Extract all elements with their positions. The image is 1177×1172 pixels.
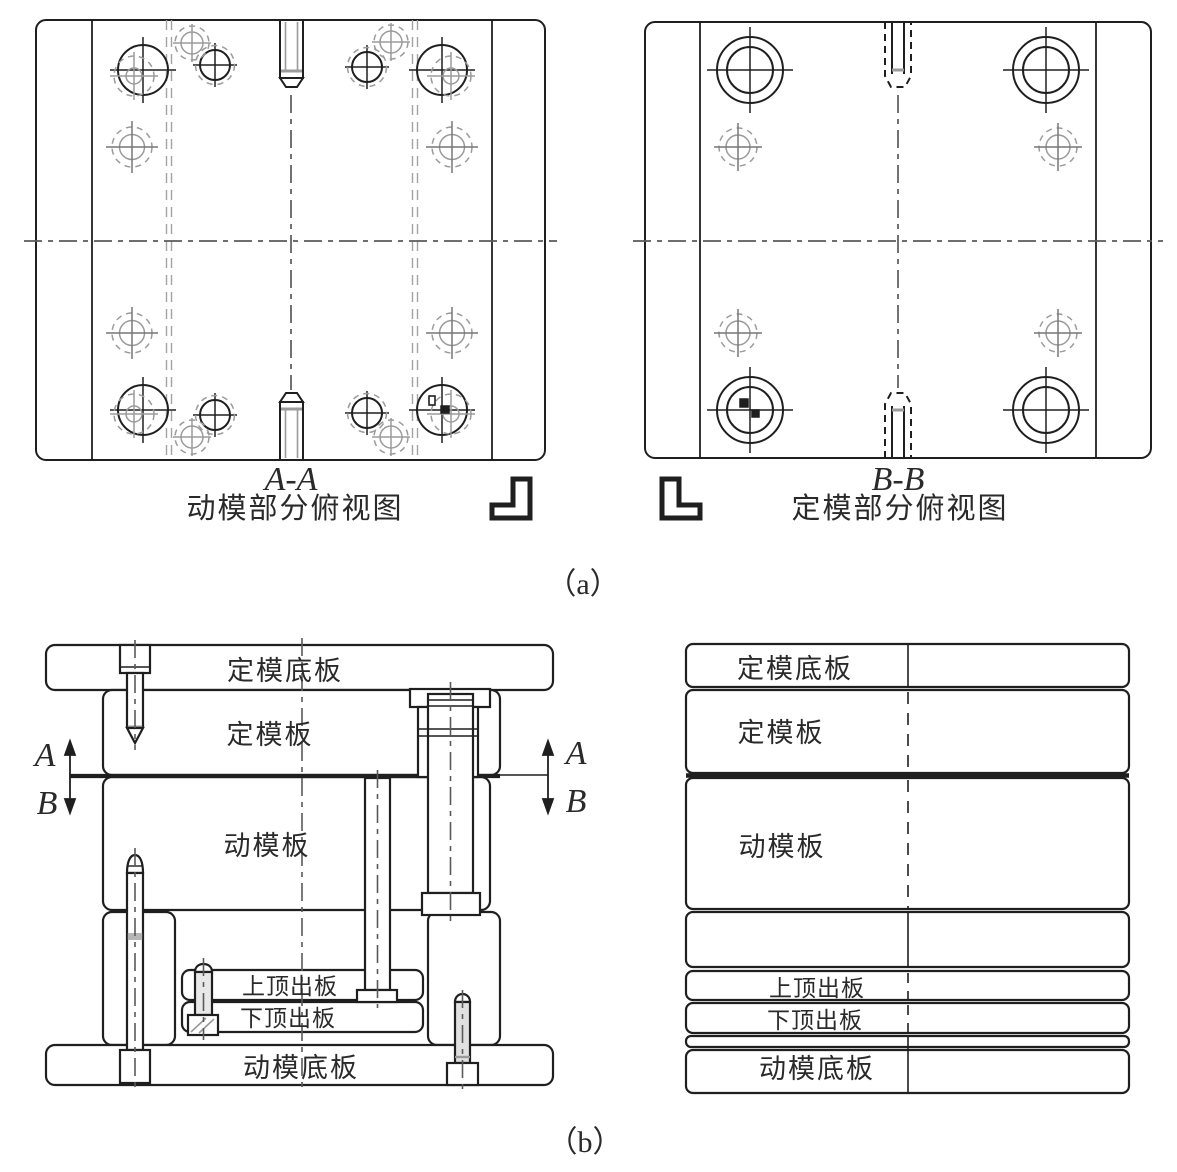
section-direction-symbol-b bbox=[659, 476, 703, 521]
sprue-slot-top bbox=[884, 22, 912, 88]
hidden-pocket-edges bbox=[165, 20, 419, 460]
row-moving-plate bbox=[684, 776, 1131, 911]
marker-b-right: B bbox=[566, 783, 587, 820]
view-mold-section-detailed bbox=[44, 638, 555, 1090]
label-upper-ejector: 上顶出板 bbox=[242, 973, 338, 999]
guide-pillar-holes bbox=[110, 37, 475, 443]
panel-b-tag: （b） bbox=[548, 1126, 623, 1159]
stack-label-upper-ejector: 上顶出板 bbox=[769, 975, 865, 1001]
return-pin-hole bbox=[345, 45, 389, 89]
section-arrow-right bbox=[541, 738, 555, 816]
view-fixed-half-top bbox=[633, 21, 1163, 459]
row-upper-ejector bbox=[684, 969, 1131, 1002]
section-label-aa: A-A bbox=[263, 461, 318, 498]
stack-label-moving-plate: 动模板 bbox=[739, 832, 826, 862]
stack-label-fixed-plate: 定模板 bbox=[738, 718, 825, 748]
guide-hole-bottom-right bbox=[409, 377, 475, 443]
center-lines bbox=[24, 95, 557, 390]
label-lower-ejector: 下顶出板 bbox=[240, 1005, 336, 1031]
guide-hole-top-left bbox=[110, 37, 176, 103]
guide-bushings bbox=[707, 27, 1089, 453]
marker-b-left: B bbox=[37, 785, 58, 822]
label-moving-base: 动模底板 bbox=[243, 1053, 359, 1083]
guide-bushing-top-left bbox=[707, 27, 793, 113]
guide-hole-bottom-left bbox=[110, 377, 176, 443]
fixed-half-plate-outline bbox=[644, 21, 1152, 459]
key-mark-solid bbox=[440, 405, 450, 414]
label-fixed-plate: 定模板 bbox=[227, 720, 314, 750]
hidden-screw-holes bbox=[714, 123, 1082, 357]
stack-label-lower-ejector: 下顶出板 bbox=[767, 1007, 863, 1033]
panel-a-tag: （a） bbox=[546, 568, 619, 601]
label-fixed-base: 定模底板 bbox=[227, 656, 343, 686]
return-pin-hole bbox=[193, 43, 237, 87]
section-center-lines bbox=[134, 638, 464, 1090]
section-direction-symbol-a bbox=[489, 476, 533, 521]
stack-label-fixed-base: 定模底板 bbox=[737, 654, 853, 684]
section-label-bb: B-B bbox=[872, 461, 925, 498]
row-lower-ejector bbox=[684, 1001, 1131, 1035]
caption-moving-top-view: 动模部分俯视图 bbox=[186, 492, 403, 525]
caption-fixed-top-view: 定模部分俯视图 bbox=[791, 492, 1008, 525]
hidden-screw-holes-medium bbox=[106, 121, 478, 359]
center-lines bbox=[633, 95, 1163, 388]
return-pin-hole bbox=[193, 393, 237, 437]
guide-bushing-bottom-right bbox=[1003, 367, 1089, 453]
marker-a-right: A bbox=[564, 735, 587, 772]
section-arrow-left bbox=[63, 738, 77, 816]
guide-bushing-top-right bbox=[1003, 27, 1089, 113]
return-pin-hole bbox=[345, 391, 389, 435]
guide-hole-top-right bbox=[409, 37, 475, 103]
bottom-center-pin bbox=[278, 392, 305, 461]
guide-bushing-bottom-left bbox=[707, 367, 793, 453]
top-center-pin bbox=[278, 19, 305, 88]
label-moving-plate: 动模板 bbox=[224, 831, 311, 861]
key-mark-hollow bbox=[428, 395, 436, 406]
view-moving-half-top bbox=[24, 19, 557, 461]
plate-moving-base bbox=[44, 1043, 555, 1087]
stack-label-moving-base: 动模底板 bbox=[759, 1054, 875, 1084]
view-mold-stack-simplified bbox=[684, 642, 1131, 1095]
hidden-screw-holes-small bbox=[173, 23, 410, 456]
key-mark-solid bbox=[751, 409, 760, 418]
key-mark-solid bbox=[739, 398, 749, 408]
return-pin-holes bbox=[193, 43, 389, 437]
row-fixed-plate bbox=[684, 688, 1131, 775]
marker-a-left: A bbox=[33, 737, 56, 774]
sprue-slot-bottom bbox=[884, 392, 912, 458]
